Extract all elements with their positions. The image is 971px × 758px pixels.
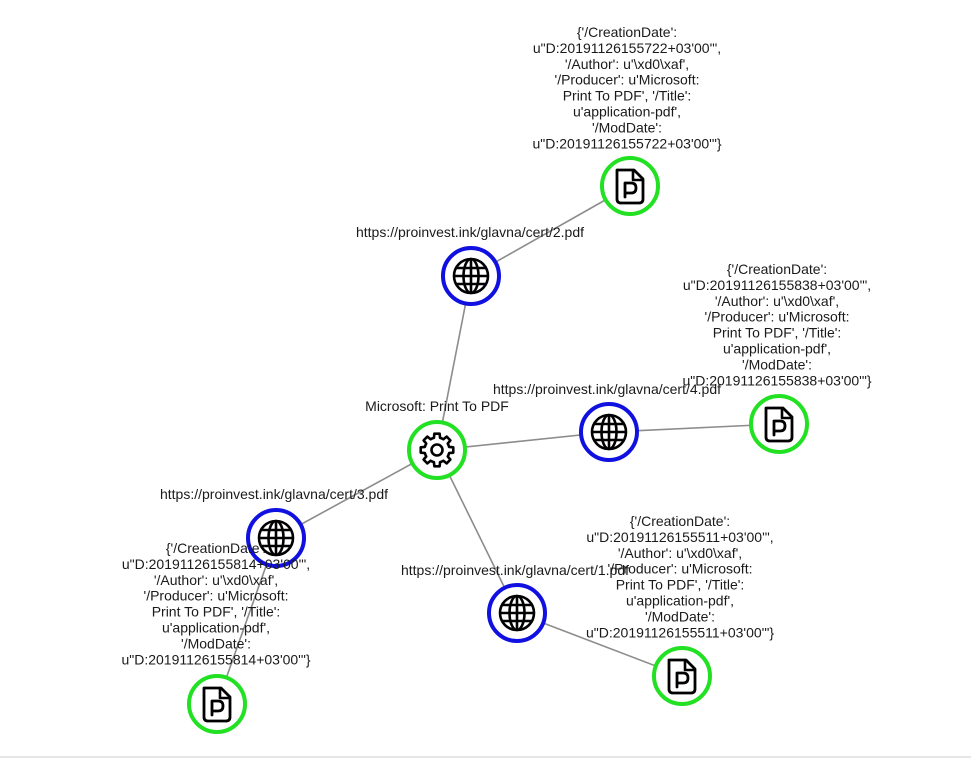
globe-icon — [452, 257, 490, 295]
node-pdf-cert4[interactable] — [749, 394, 809, 454]
label-line: '/Author': u'\xd0\xaf', — [715, 293, 839, 309]
label-line: u"D:20191126155722+03'00'", — [533, 40, 721, 56]
node-label-url-cert4: https://proinvest.ink/glavna/cert/4.pdf — [493, 381, 721, 397]
pdf-file-icon — [615, 168, 645, 205]
pdf-file-icon — [667, 658, 697, 695]
node-label-pdf-cert1: {'/CreationDate':u"D:20191126155511+03'0… — [586, 513, 774, 640]
label-line: Print To PDF', '/Title': — [616, 577, 745, 593]
globe-icon — [498, 594, 536, 632]
label-line: '/Producer': u'Microsoft: — [555, 72, 700, 88]
node-url-cert3[interactable] — [246, 508, 306, 568]
label-line: '/ModDate': — [181, 635, 251, 651]
label-line: u"D:20191126155722+03'00'"} — [532, 135, 721, 151]
label-line: Print To PDF', '/Title': — [563, 88, 692, 104]
label-line: Print To PDF', '/Title': — [152, 604, 281, 620]
label-line: https://proinvest.ink/glavna/cert/1.pdf — [401, 562, 629, 578]
label-line: '/Producer': u'Microsoft: — [144, 588, 289, 604]
globe-icon — [257, 519, 295, 557]
label-line: '/Author': u'\xd0\xaf', — [154, 572, 278, 588]
node-label-url-cert3: https://proinvest.ink/glavna/cert/3.pdf — [160, 486, 388, 502]
labels-layer: Microsoft: Print To PDFhttps://proinvest… — [121, 24, 871, 667]
label-line: u'application-pdf', — [723, 341, 831, 357]
label-line: Print To PDF', '/Title': — [713, 325, 842, 341]
label-line: {'/CreationDate': — [630, 513, 730, 529]
node-label-url-cert1: https://proinvest.ink/glavna/cert/1.pdf — [401, 562, 629, 578]
node-ring — [407, 420, 467, 480]
label-line: '/Producer': u'Microsoft: — [705, 309, 850, 325]
node-pdf-cert1[interactable] — [652, 646, 712, 706]
pdf-file-icon — [764, 406, 794, 443]
node-url-cert2[interactable] — [441, 246, 501, 306]
label-line: u"D:20191126155511+03'00'", — [586, 529, 773, 545]
label-line: u"D:20191126155511+03'00'"} — [586, 624, 774, 640]
label-line: u"D:20191126155838+03'00'", — [683, 277, 871, 293]
edge-url-cert2-to-pdf-cert2 — [470, 185, 631, 277]
edge-producer-to-url-cert1 — [436, 449, 518, 614]
node-label-url-cert2: https://proinvest.ink/glavna/cert/2.pdf — [356, 224, 584, 240]
label-line: u'application-pdf', — [626, 593, 734, 609]
label-line: Microsoft: Print To PDF — [365, 398, 509, 414]
node-producer[interactable] — [407, 420, 467, 480]
node-url-cert1[interactable] — [487, 583, 547, 643]
label-line: '/ModDate': — [742, 356, 812, 372]
pdf-file-icon — [202, 686, 232, 723]
gear-icon — [419, 432, 455, 468]
node-label-producer: Microsoft: Print To PDF — [365, 398, 509, 414]
edge-producer-to-url-cert3 — [275, 449, 438, 539]
node-label-pdf-cert3: {'/CreationDate':u"D:20191126155814+03'0… — [121, 540, 310, 667]
label-line: https://proinvest.ink/glavna/cert/3.pdf — [160, 486, 388, 502]
bottom-divider — [0, 756, 971, 758]
label-line: u"D:20191126155838+03'00'"} — [682, 372, 871, 388]
label-line: {'/CreationDate': — [166, 540, 266, 556]
node-label-pdf-cert4: {'/CreationDate':u"D:20191126155838+03'0… — [682, 261, 871, 388]
node-pdf-cert2[interactable] — [600, 156, 660, 216]
label-line: https://proinvest.ink/glavna/cert/2.pdf — [356, 224, 584, 240]
label-line: https://proinvest.ink/glavna/cert/4.pdf — [493, 381, 721, 397]
label-line: '/ModDate': — [645, 608, 715, 624]
nodes-layer — [187, 156, 809, 734]
node-ring — [652, 646, 712, 706]
label-line: u"D:20191126155814+03'00'", — [122, 556, 310, 572]
label-line: u'application-pdf', — [162, 620, 270, 636]
label-line: '/Author': u'\xd0\xaf', — [618, 545, 742, 561]
node-label-pdf-cert2: {'/CreationDate':u"D:20191126155722+03'0… — [532, 24, 721, 151]
node-ring — [749, 394, 809, 454]
node-ring — [600, 156, 660, 216]
globe-icon — [590, 413, 628, 451]
node-url-cert4[interactable] — [579, 402, 639, 462]
label-line: '/Author': u'\xd0\xaf', — [565, 56, 689, 72]
label-line: {'/CreationDate': — [727, 261, 827, 277]
label-line: '/ModDate': — [592, 119, 662, 135]
label-line: u'application-pdf', — [573, 104, 681, 120]
label-line: {'/CreationDate': — [577, 24, 677, 40]
node-pdf-cert3[interactable] — [187, 674, 247, 734]
label-line: '/Producer': u'Microsoft: — [608, 561, 753, 577]
label-line: u"D:20191126155814+03'00'"} — [121, 651, 310, 667]
node-ring — [187, 674, 247, 734]
